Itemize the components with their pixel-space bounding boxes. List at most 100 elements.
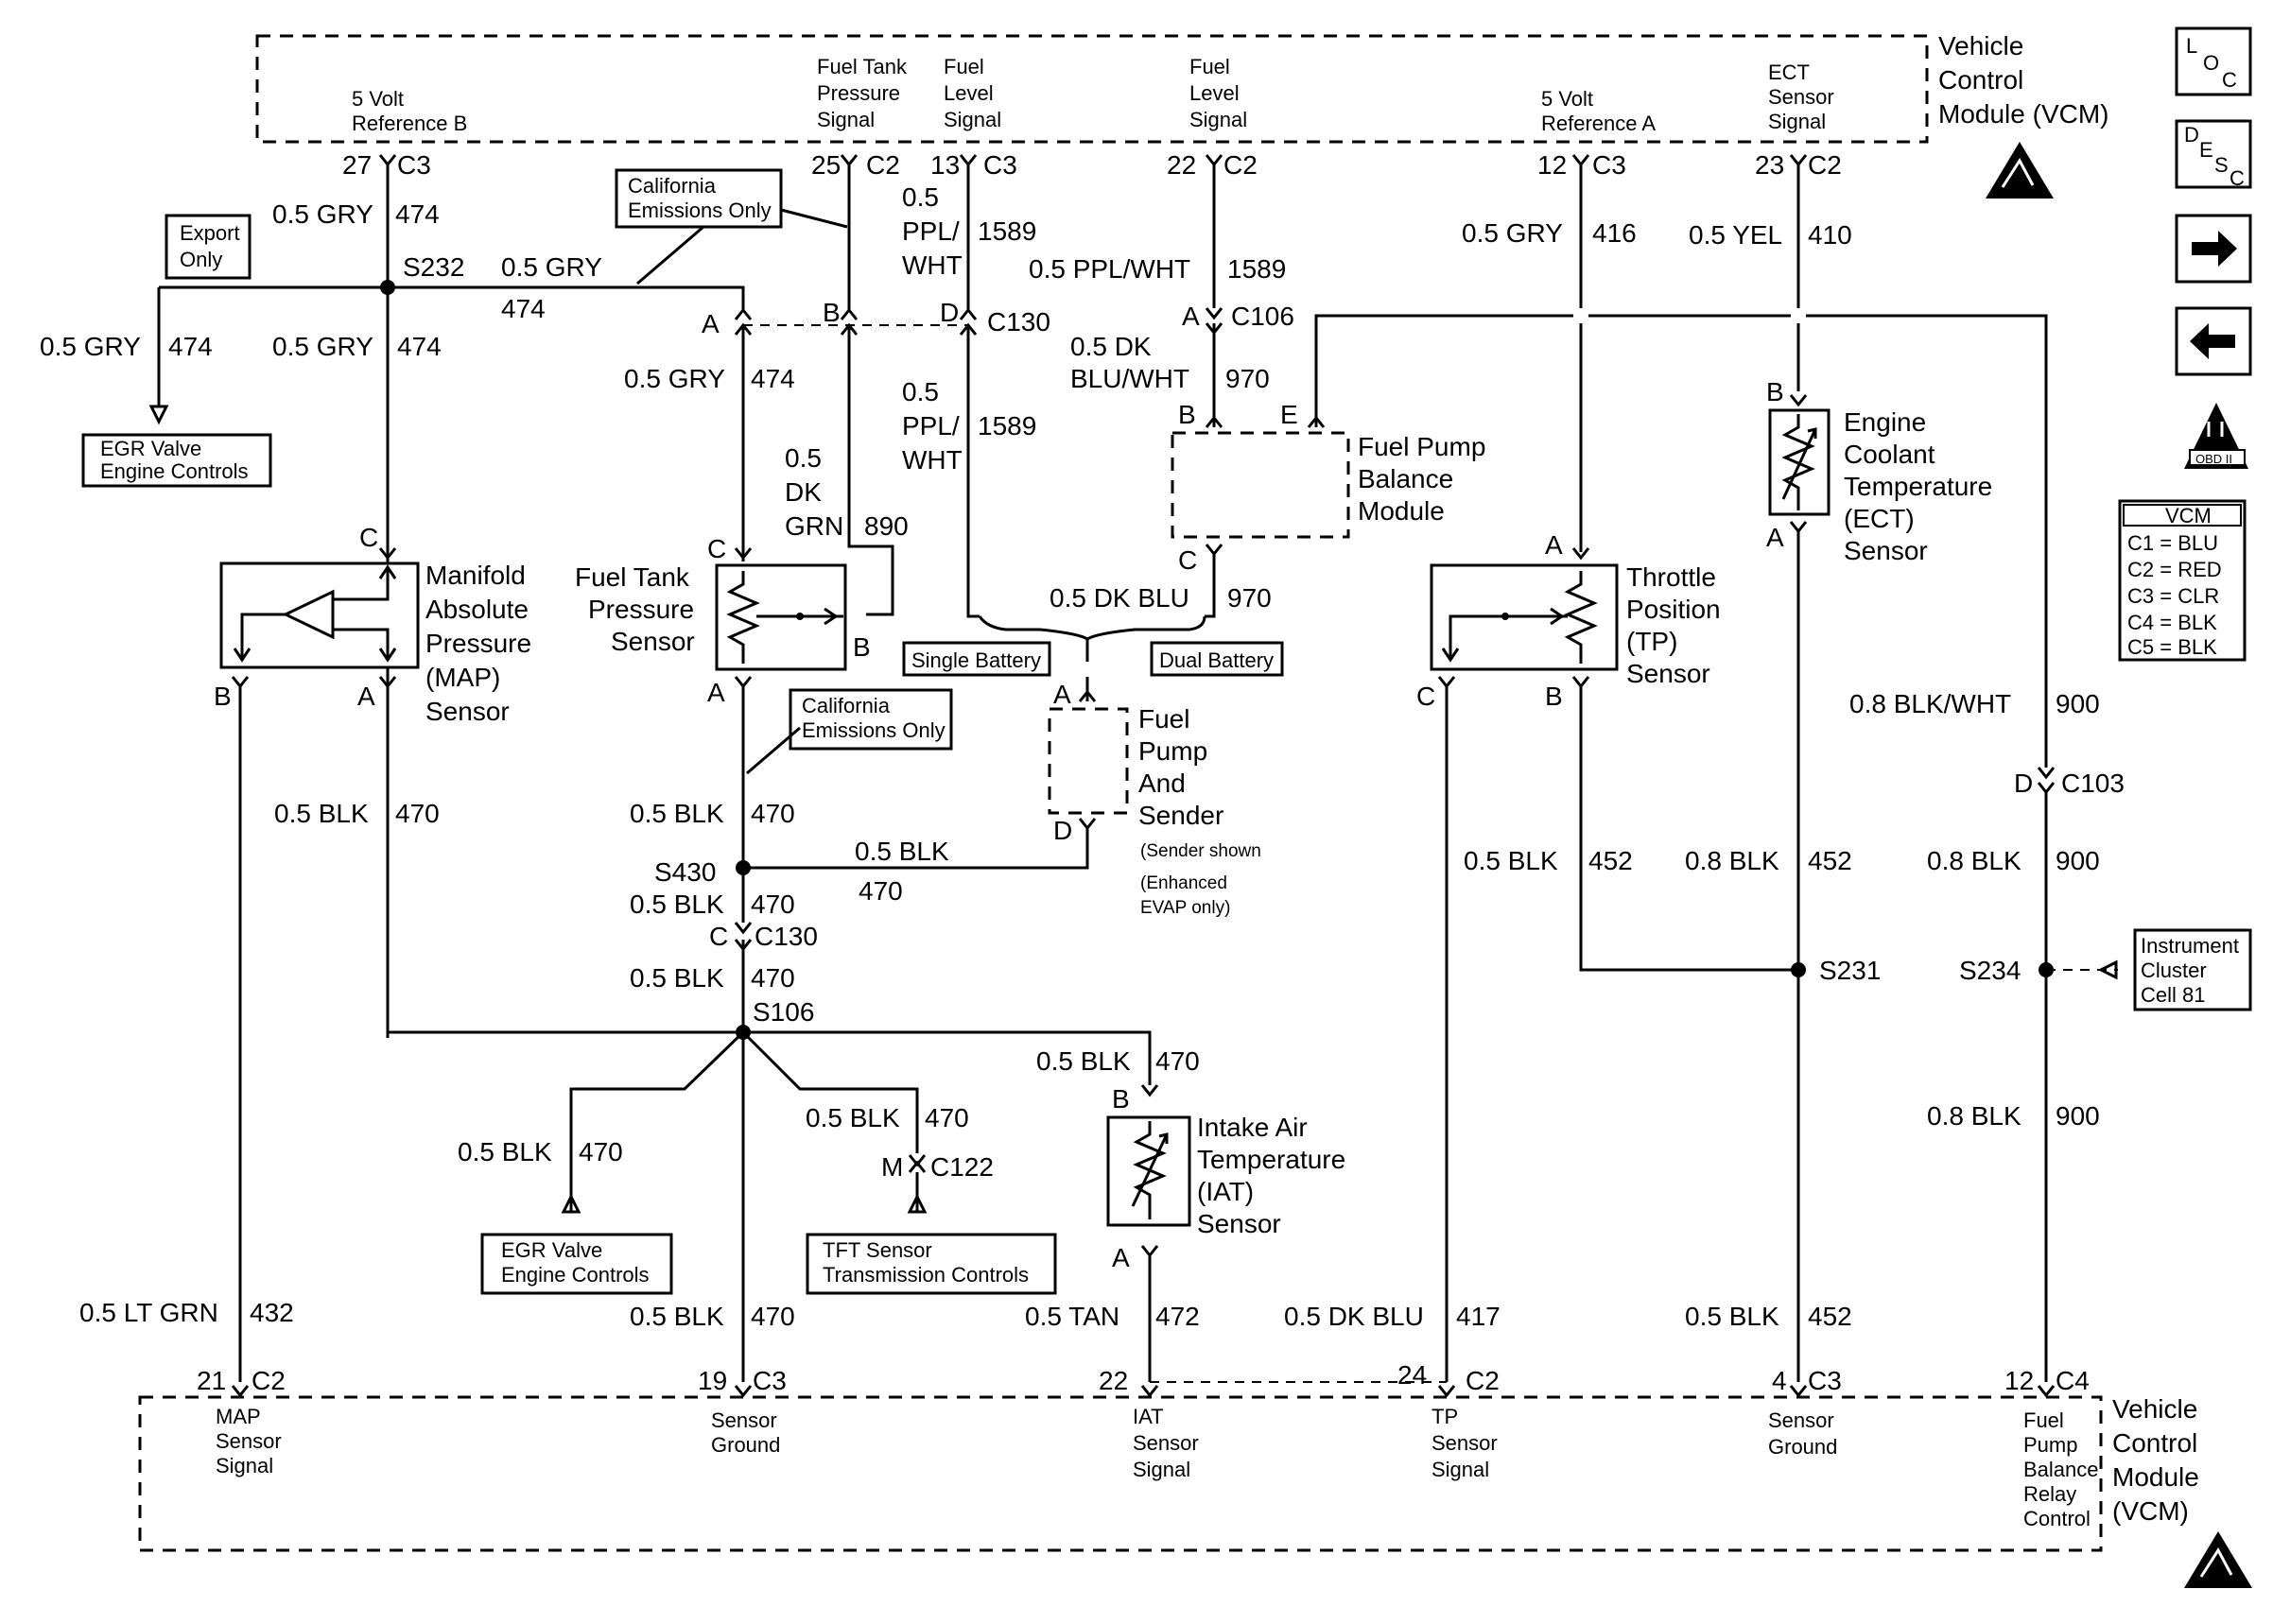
c130-pin-c: C bbox=[709, 922, 728, 951]
map-pin-b: B bbox=[214, 682, 232, 711]
egr-valve-box2-line2: Engine Controls bbox=[501, 1263, 650, 1287]
c106-pin-a: A bbox=[1182, 302, 1200, 331]
vcm-legend-row5: C5 = BLK bbox=[2127, 635, 2217, 659]
fuel-tank-pressure-sensor: C A B Fuel Tank Pressure Sensor bbox=[575, 534, 871, 707]
fps-label-4: Sender bbox=[1138, 801, 1223, 830]
wire-1589-a-circuit: 1589 bbox=[978, 216, 1036, 246]
wire-1589-b-gauge: 0.5 PPL/WHT bbox=[1029, 254, 1190, 284]
export-only-line2: Only bbox=[180, 248, 222, 271]
pin-12-bottom: 12 bbox=[2004, 1366, 2034, 1395]
wire-416-gauge: 0.5 GRY bbox=[1462, 218, 1563, 248]
wire-474-a-circuit: 474 bbox=[395, 199, 440, 229]
vcm-bottom-pin12-label3: Balance bbox=[2023, 1458, 2099, 1481]
fps-label-1: Fuel bbox=[1138, 704, 1189, 734]
desc-icon-s: S bbox=[2214, 153, 2229, 177]
iat-label-4: Sensor bbox=[1197, 1209, 1281, 1238]
wire-890-gauge3: GRN bbox=[785, 511, 843, 541]
fps-note-3: EVAP only) bbox=[1140, 898, 1230, 918]
back-arrow-icon[interactable] bbox=[2175, 306, 2252, 376]
desc-icon-d: D bbox=[2184, 123, 2199, 147]
vcm-top-pin23-label3: Signal bbox=[1768, 110, 1826, 133]
map-pin-a: A bbox=[357, 682, 375, 711]
fpbm-label-1: Fuel Pump bbox=[1358, 432, 1485, 461]
connector-c103: C103 bbox=[2061, 769, 2125, 798]
vcm-top-pin12-label: 5 Volt bbox=[1541, 87, 1593, 111]
wire-452-b-circuit: 452 bbox=[1808, 846, 1852, 875]
ftp-label-3: Sensor bbox=[611, 627, 695, 656]
wire-970-b-gauge: 0.5 DK BLU bbox=[1050, 583, 1189, 613]
california-box2-line1: California bbox=[802, 694, 891, 717]
wire-417-circuit: 417 bbox=[1456, 1302, 1501, 1331]
wire-470-i-circuit: 470 bbox=[751, 1302, 795, 1331]
c130-pin-d: D bbox=[940, 298, 959, 327]
fps-label-2: Pump bbox=[1138, 736, 1207, 766]
vcm-bottom-pin12-label1: Fuel bbox=[2023, 1408, 2064, 1432]
ect-sensor: B A Engine Coolant Temperature (ECT) Sen… bbox=[1766, 377, 1992, 565]
wire-470-h-circuit: 470 bbox=[925, 1103, 969, 1132]
wire-474-b-gauge: 0.5 GRY bbox=[501, 252, 602, 282]
forward-arrow-icon[interactable] bbox=[2175, 214, 2252, 284]
tp-pin-a: A bbox=[1545, 530, 1563, 560]
vcm-bottom-pin19-label2: Ground bbox=[711, 1433, 780, 1457]
wire-890-gauge2: DK bbox=[785, 477, 822, 507]
wire-474-b-circuit: 474 bbox=[501, 294, 546, 323]
vcm-bottom-pin22-label2: Sensor bbox=[1133, 1431, 1199, 1455]
wire-432-gauge: 0.5 LT GRN bbox=[79, 1298, 218, 1327]
vcm-legend-title: VCM bbox=[2165, 504, 2212, 527]
vcm-legend-row2: C2 = RED bbox=[2127, 558, 2222, 581]
tp-label-1: Throttle bbox=[1626, 562, 1716, 592]
pin-25: 25 bbox=[811, 150, 841, 180]
pin-13: 13 bbox=[930, 150, 960, 180]
vcm-bottom-pin24-label2: Sensor bbox=[1431, 1431, 1498, 1455]
side-icons: L O C D E S C OBD II VCM bbox=[2118, 26, 2252, 662]
wiring bbox=[148, 164, 2118, 1383]
vcm-top-pin22-label3: Signal bbox=[1189, 108, 1247, 131]
ect-label-3: Temperature bbox=[1844, 472, 1992, 501]
wire-470-b-gauge: 0.5 BLK bbox=[630, 799, 724, 828]
tft-sensor-box-line2: Transmission Controls bbox=[823, 1263, 1029, 1287]
vcm-connector-legend: VCM C1 = BLU C2 = RED C3 = CLR C4 = BLK … bbox=[2118, 499, 2247, 662]
c122-pin-m: M bbox=[881, 1152, 903, 1182]
pin-22-bottom: 22 bbox=[1099, 1366, 1128, 1395]
vcm-legend-row4: C4 = BLK bbox=[2127, 611, 2217, 634]
vcm-top-pin13-label2: Level bbox=[944, 81, 994, 105]
tp-label-3: (TP) bbox=[1626, 627, 1677, 656]
instrument-cluster-line2: Cluster bbox=[2141, 959, 2207, 982]
wire-474-c-gauge: 0.5 GRY bbox=[40, 332, 141, 361]
obd-ii-label: OBD II bbox=[2195, 452, 2232, 466]
wire-470-e-circuit: 470 bbox=[751, 963, 795, 993]
vcm-top-pin27-label2: Reference B bbox=[352, 112, 467, 135]
vcm-top-pin23-label2: Sensor bbox=[1768, 85, 1834, 109]
california-box1-line1: California bbox=[628, 174, 717, 198]
vcm-top-pin25-label3: Signal bbox=[817, 108, 875, 131]
fpbm-label-2: Balance bbox=[1358, 464, 1453, 493]
pin-13-conn: C3 bbox=[983, 150, 1017, 180]
iat-pin-b: B bbox=[1112, 1084, 1130, 1114]
wire-452-b-gauge: 0.8 BLK bbox=[1685, 846, 1779, 875]
wire-470-b-circuit: 470 bbox=[751, 799, 795, 828]
vcm-bottom-pin12-label5: Control bbox=[2023, 1507, 2091, 1530]
wire-900-a-gauge: 0.8 BLK/WHT bbox=[1849, 689, 2011, 718]
map-pin-c: C bbox=[359, 523, 378, 552]
wire-417-gauge: 0.5 DK BLU bbox=[1284, 1302, 1424, 1331]
vcm-legend-row1: C1 = BLU bbox=[2127, 531, 2218, 555]
wire-1589-c-gauge3: WHT bbox=[902, 445, 963, 475]
wire-470-f-gauge: 0.5 BLK bbox=[1036, 1046, 1131, 1076]
vcm-top: Vehicle Control Module (VCM) 5 Volt Refe… bbox=[255, 31, 2108, 180]
splice-s106: S106 bbox=[753, 997, 814, 1027]
iat-label-2: Temperature bbox=[1197, 1145, 1345, 1174]
vcm-bottom-pin21-label3: Signal bbox=[216, 1454, 273, 1477]
wire-1589-a-gauge3: WHT bbox=[902, 251, 963, 280]
loc-icon[interactable]: L O C bbox=[2175, 26, 2252, 96]
desc-icon[interactable]: D E S C bbox=[2175, 119, 2252, 190]
single-battery-box: Single Battery bbox=[911, 648, 1041, 672]
wire-474-c-circuit: 474 bbox=[168, 332, 213, 361]
wire-452-a-circuit: 452 bbox=[1588, 846, 1633, 875]
fuel-pump-balance-module: B E C Fuel Pump Balance Module bbox=[1171, 400, 1485, 575]
vcm-bottom-pin19-label1: Sensor bbox=[711, 1408, 777, 1432]
pin-12-top-conn: C3 bbox=[1592, 150, 1626, 180]
ect-pin-a: A bbox=[1766, 523, 1784, 552]
vcm-bottom-pin21-label1: MAP bbox=[216, 1405, 261, 1428]
vcm-top-pin13-label: Fuel bbox=[944, 55, 984, 78]
